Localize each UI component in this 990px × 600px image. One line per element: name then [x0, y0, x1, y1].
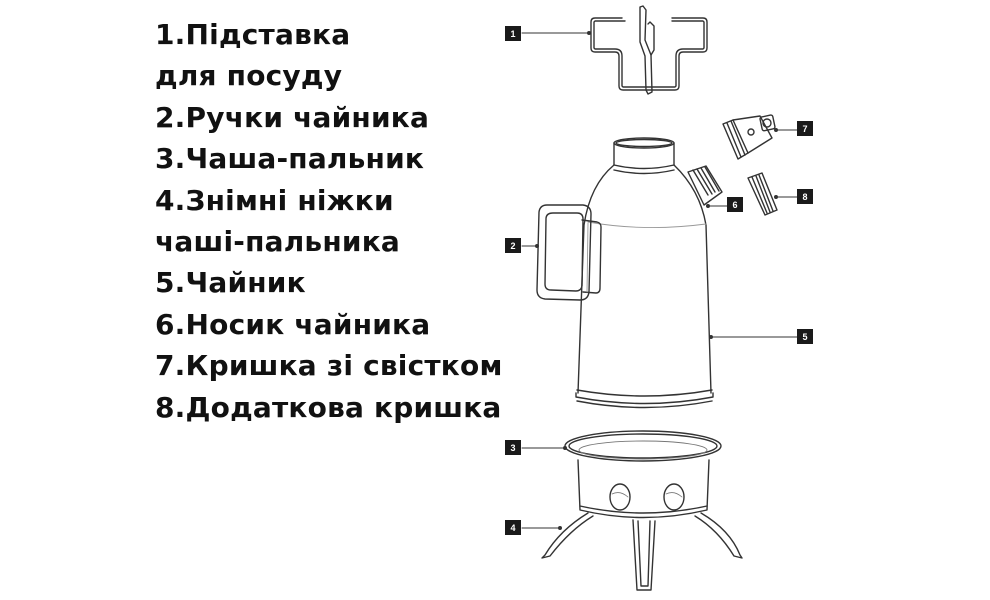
callout-badge-2: 2 [505, 238, 521, 253]
legend-item-3: 3.Чаша-пальник [155, 142, 425, 176]
whistle-cap-drawing [722, 114, 776, 160]
legend-item-7: 7.Кришка зі свістком [155, 349, 503, 383]
callout-badge-1: 1 [505, 26, 521, 41]
callout-badge-6: 6 [727, 197, 743, 212]
svg-text:2: 2 [510, 241, 515, 251]
legend-item-8: 8.Додаткова кришка [155, 390, 502, 424]
kettle-drawing [575, 137, 714, 409]
burner-bowl-drawing [564, 430, 722, 519]
svg-text:7: 7 [802, 124, 807, 134]
pot-stand-drawing [590, 5, 708, 95]
svg-text:5: 5 [802, 332, 807, 342]
extra-cap-drawing [747, 172, 778, 216]
svg-text:1: 1 [510, 29, 515, 39]
legend-item-4: 4.Знімні ніжки [155, 183, 394, 217]
callout-badge-5: 5 [797, 329, 813, 344]
svg-text:6: 6 [732, 200, 737, 210]
legend-item-6: 6.Носик чайника [155, 307, 431, 341]
legend-item-1-cont: для посуду [155, 59, 343, 93]
callout-badge-8: 8 [797, 189, 813, 204]
legend-item-4-cont: чаші-пальника [155, 225, 400, 259]
kettle-spout-drawing [687, 165, 723, 206]
kettle-handle-drawing [536, 204, 602, 301]
svg-text:8: 8 [802, 192, 807, 202]
legend-item-5: 5.Чайник [155, 266, 306, 300]
legend-item-2: 2.Ручки чайника [155, 100, 430, 134]
callout-badge-7: 7 [797, 121, 813, 136]
burner-legs-drawing [541, 512, 743, 591]
svg-text:3: 3 [510, 443, 515, 453]
parts-legend: 1.Підставка для посуду 2.Ручки чайника 3… [155, 14, 503, 428]
callout-badge-3: 3 [505, 440, 521, 455]
legend-item-1: 1.Підставка [155, 18, 351, 51]
svg-text:4: 4 [510, 523, 515, 533]
callout-badge-4: 4 [505, 520, 521, 535]
